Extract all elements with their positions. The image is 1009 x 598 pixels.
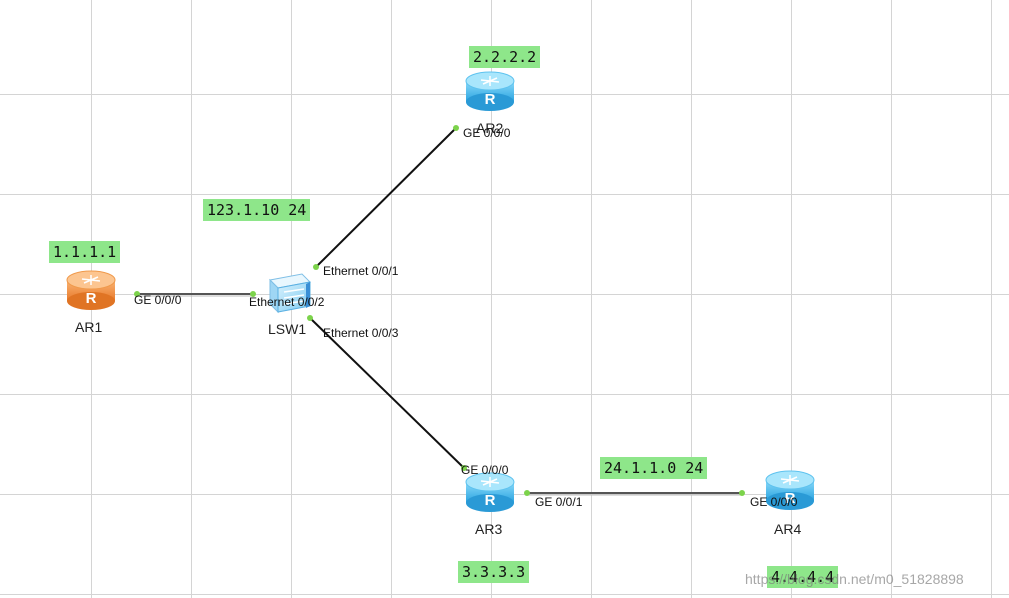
link-lsw1-ar3 xyxy=(309,317,465,469)
port-label-ar3-ge000: GE 0/0/0 xyxy=(461,463,509,477)
port-dot xyxy=(313,264,319,270)
port-dot xyxy=(453,125,459,131)
ar2-loopback-label: 2.2.2.2 xyxy=(469,46,541,68)
ar4-name: AR4 xyxy=(774,521,802,537)
device-ar2[interactable]: R xyxy=(465,71,515,118)
port-dot xyxy=(307,315,313,321)
port-label-ar2-ge000: GE 0/0/0 xyxy=(463,126,511,140)
device-ar3[interactable]: R xyxy=(465,472,515,519)
ar3-loopback-label: 3.3.3.3 xyxy=(458,561,530,583)
router-icon: R xyxy=(66,270,116,310)
port-label-ar4-ge000: GE 0/0/0 xyxy=(750,495,798,509)
port-dot xyxy=(739,490,745,496)
router-icon: R xyxy=(465,472,515,512)
device-ar4[interactable]: R xyxy=(765,470,815,517)
ar1-name: AR1 xyxy=(75,319,103,335)
port-dot xyxy=(524,490,530,496)
link-lsw1-ar2 xyxy=(315,127,457,268)
port-dot xyxy=(250,291,256,297)
port-dot xyxy=(461,465,467,471)
ar1-loopback-label: 1.1.1.1 xyxy=(49,241,121,263)
router-icon: R xyxy=(465,71,515,111)
device-lsw1[interactable] xyxy=(266,272,312,321)
port-label-lsw1-e003: Ethernet 0/0/3 xyxy=(323,326,399,340)
port-label-lsw1-e002: Ethernet 0/0/2 xyxy=(249,295,325,309)
ar4-loopback-label: 4.4.4.4 xyxy=(767,566,839,588)
lsw1-name: LSW1 xyxy=(268,321,307,337)
router-icon: R xyxy=(765,470,815,510)
svg-text:R: R xyxy=(485,91,496,108)
port-label-ar1-ge000: GE 0/0/0 xyxy=(134,293,182,307)
svg-text:R: R xyxy=(785,490,796,507)
port-dot xyxy=(134,291,140,297)
svg-text:R: R xyxy=(485,492,496,509)
switch-icon xyxy=(268,273,312,314)
ar3-ar4-network-label: 24.1.1.0 24 xyxy=(600,457,708,479)
ar3-name: AR3 xyxy=(475,521,503,537)
lan-network-label: 123.1.10 24 xyxy=(203,199,311,221)
port-label-lsw1-e001: Ethernet 0/0/1 xyxy=(323,264,399,278)
device-ar1[interactable]: R xyxy=(66,270,116,317)
svg-text:R: R xyxy=(86,290,97,307)
ar2-name: AR2 xyxy=(476,120,504,136)
port-label-ar3-ge001: GE 0/0/1 xyxy=(535,495,583,509)
watermark-text: https://blog.csdn.net/m0_51828898 xyxy=(745,571,964,587)
